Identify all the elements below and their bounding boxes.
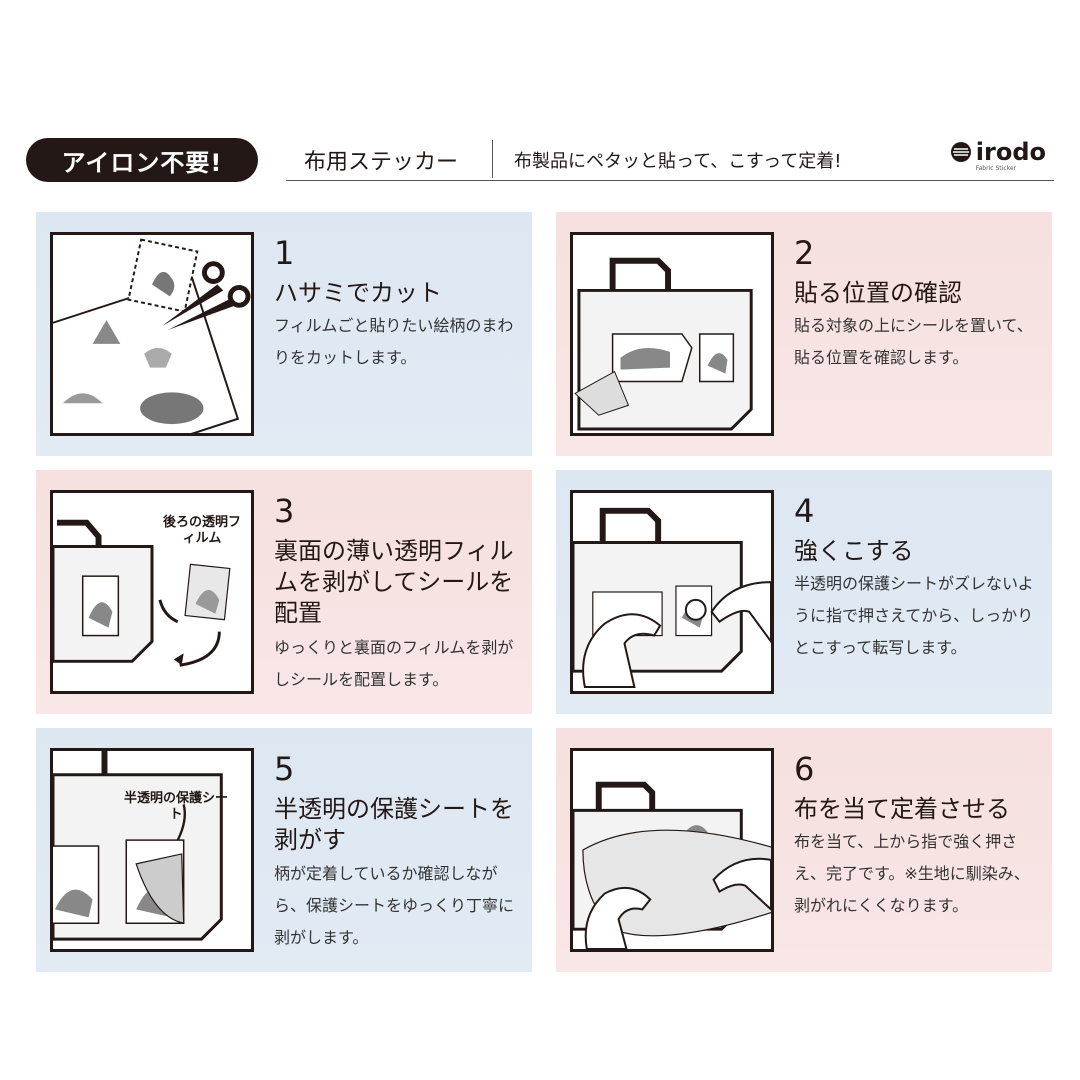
- header-divider-line: [286, 180, 1054, 181]
- step-title: 強くこする: [794, 537, 914, 565]
- step-6-panel: 6 布を当て定着させる 布を当て、上から指で強く押さえ、完了です。※生地に馴染み…: [556, 728, 1052, 972]
- step-title: 半透明の保護シートを剥がす: [274, 795, 514, 854]
- step-5-illustration: 半透明の保護シート: [50, 748, 254, 952]
- step-title: 布を当て定着させる: [794, 795, 1010, 823]
- step-3-panel: 後ろの透明フィルム 3 裏面の薄い透明フィルムを剥がしてシールを配置 ゆっくりと…: [36, 470, 532, 714]
- step-number: 5: [274, 750, 295, 788]
- step-description: ゆっくりと裏面のフィルムを剥がしシールを配置します。: [274, 638, 514, 689]
- product-title: 布用ステッカー: [304, 150, 459, 175]
- step-title: 裏面の薄い透明フィルムを剥がしてシールを配置: [274, 537, 514, 627]
- step-description: 柄が定着しているか確認しながら、保護シートをゆっくり丁寧に剥がします。: [274, 864, 515, 947]
- step-number: 1: [274, 234, 295, 272]
- back-film-label: 後ろの透明フィルム: [162, 515, 241, 546]
- step-number: 6: [794, 750, 815, 788]
- header-separator: [492, 140, 493, 178]
- step-number: 2: [794, 234, 815, 272]
- step-description: 半透明の保護シートがズレないように指で押さえてから、しっかりとこすって転写します…: [794, 574, 1034, 657]
- brand-subtitle: Fabric Sticker: [975, 165, 1016, 172]
- brand-logo: irodo: [950, 138, 1046, 166]
- step-1-illustration: [50, 232, 254, 436]
- step-title: ハサミでカット: [274, 279, 442, 307]
- step-6-illustration: [570, 748, 774, 952]
- step-number: 4: [794, 492, 815, 530]
- brand-mark-icon: [950, 142, 971, 162]
- step-number: 3: [274, 492, 295, 530]
- step-2-illustration: [570, 232, 774, 436]
- step-3-illustration: 後ろの透明フィルム: [50, 490, 254, 694]
- step-4-panel: 4 強くこする 半透明の保護シートがズレないように指で押さえてから、しっかりとこ…: [556, 470, 1052, 714]
- step-description: フィルムごと貼りたい絵柄のまわりをカットします。: [274, 316, 514, 367]
- step-1-panel: 1 ハサミでカット フィルムごと貼りたい絵柄のまわりをカットします。: [36, 212, 532, 456]
- header: アイロン不要! 布用ステッカー 布製品にペタッと貼って、こすって定着! irod…: [26, 138, 1054, 184]
- step-5-panel: 半透明の保護シート 5 半透明の保護シートを剥がす 柄が定着しているか確認しなが…: [36, 728, 532, 972]
- no-iron-badge: アイロン不要!: [26, 138, 258, 182]
- protective-sheet-label: 半透明の保護シート: [123, 791, 228, 822]
- tagline: 布製品にペタッと貼って、こすって定着!: [514, 151, 842, 172]
- step-title: 貼る位置の確認: [794, 279, 962, 307]
- brand-name: irodo: [975, 138, 1046, 166]
- step-2-panel: 2 貼る位置の確認 貼る対象の上にシールを置いて、貼る位置を確認します。: [556, 212, 1052, 456]
- step-description: 布を当て、上から指で強く押さえ、完了です。※生地に馴染み、剥がれにくくなります。: [794, 832, 1030, 915]
- step-description: 貼る対象の上にシールを置いて、貼る位置を確認します。: [794, 316, 1033, 367]
- step-4-illustration: [570, 490, 774, 694]
